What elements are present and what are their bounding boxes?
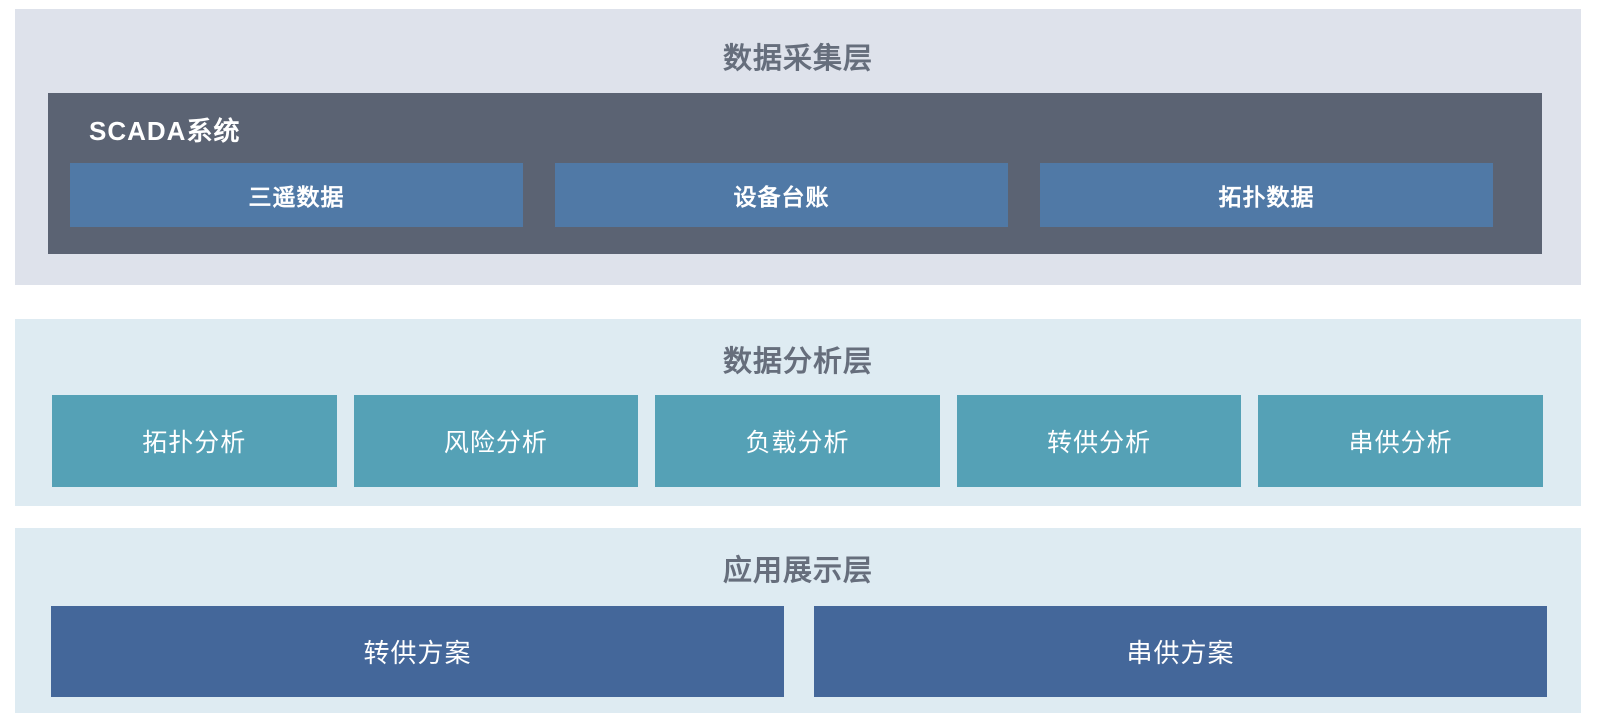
scada-system-container: SCADA系统 三遥数据 设备台账 拓扑数据 bbox=[48, 93, 1542, 254]
analysis-boxes-row: 拓扑分析 风险分析 负载分析 转供分析 串供分析 bbox=[52, 395, 1543, 487]
application-boxes-row: 转供方案 串供方案 bbox=[51, 606, 1547, 697]
analysis-box-transfer-supply: 转供分析 bbox=[956, 395, 1242, 487]
scada-box-equipment-ledger: 设备台账 bbox=[555, 163, 1008, 227]
analysis-box-cascade-supply: 串供分析 bbox=[1258, 395, 1543, 487]
layer-application-display: 应用展示层 转供方案 串供方案 bbox=[15, 528, 1581, 713]
layer-data-analysis-title: 数据分析层 bbox=[722, 346, 873, 378]
analysis-box-topology: 拓扑分析 bbox=[52, 395, 337, 487]
scada-system-title: SCADA系统 bbox=[89, 116, 241, 146]
app-box-transfer-supply-plan: 转供方案 bbox=[51, 606, 784, 697]
layer-application-display-title: 应用展示层 bbox=[722, 555, 873, 587]
scada-box-telemetry-data: 三遥数据 bbox=[70, 163, 523, 227]
scada-box-topology-data: 拓扑数据 bbox=[1040, 163, 1493, 227]
app-box-cascade-supply-plan: 串供方案 bbox=[814, 606, 1547, 697]
analysis-box-load: 负载分析 bbox=[655, 395, 940, 487]
layer-data-collection-title: 数据采集层 bbox=[722, 43, 873, 75]
analysis-box-risk: 风险分析 bbox=[353, 395, 639, 487]
layer-data-analysis: 数据分析层 拓扑分析 风险分析 负载分析 转供分析 串供分析 bbox=[15, 319, 1581, 506]
layer-data-collection: 数据采集层 SCADA系统 三遥数据 设备台账 拓扑数据 bbox=[15, 9, 1581, 285]
scada-boxes-row: 三遥数据 设备台账 拓扑数据 bbox=[70, 163, 1493, 227]
